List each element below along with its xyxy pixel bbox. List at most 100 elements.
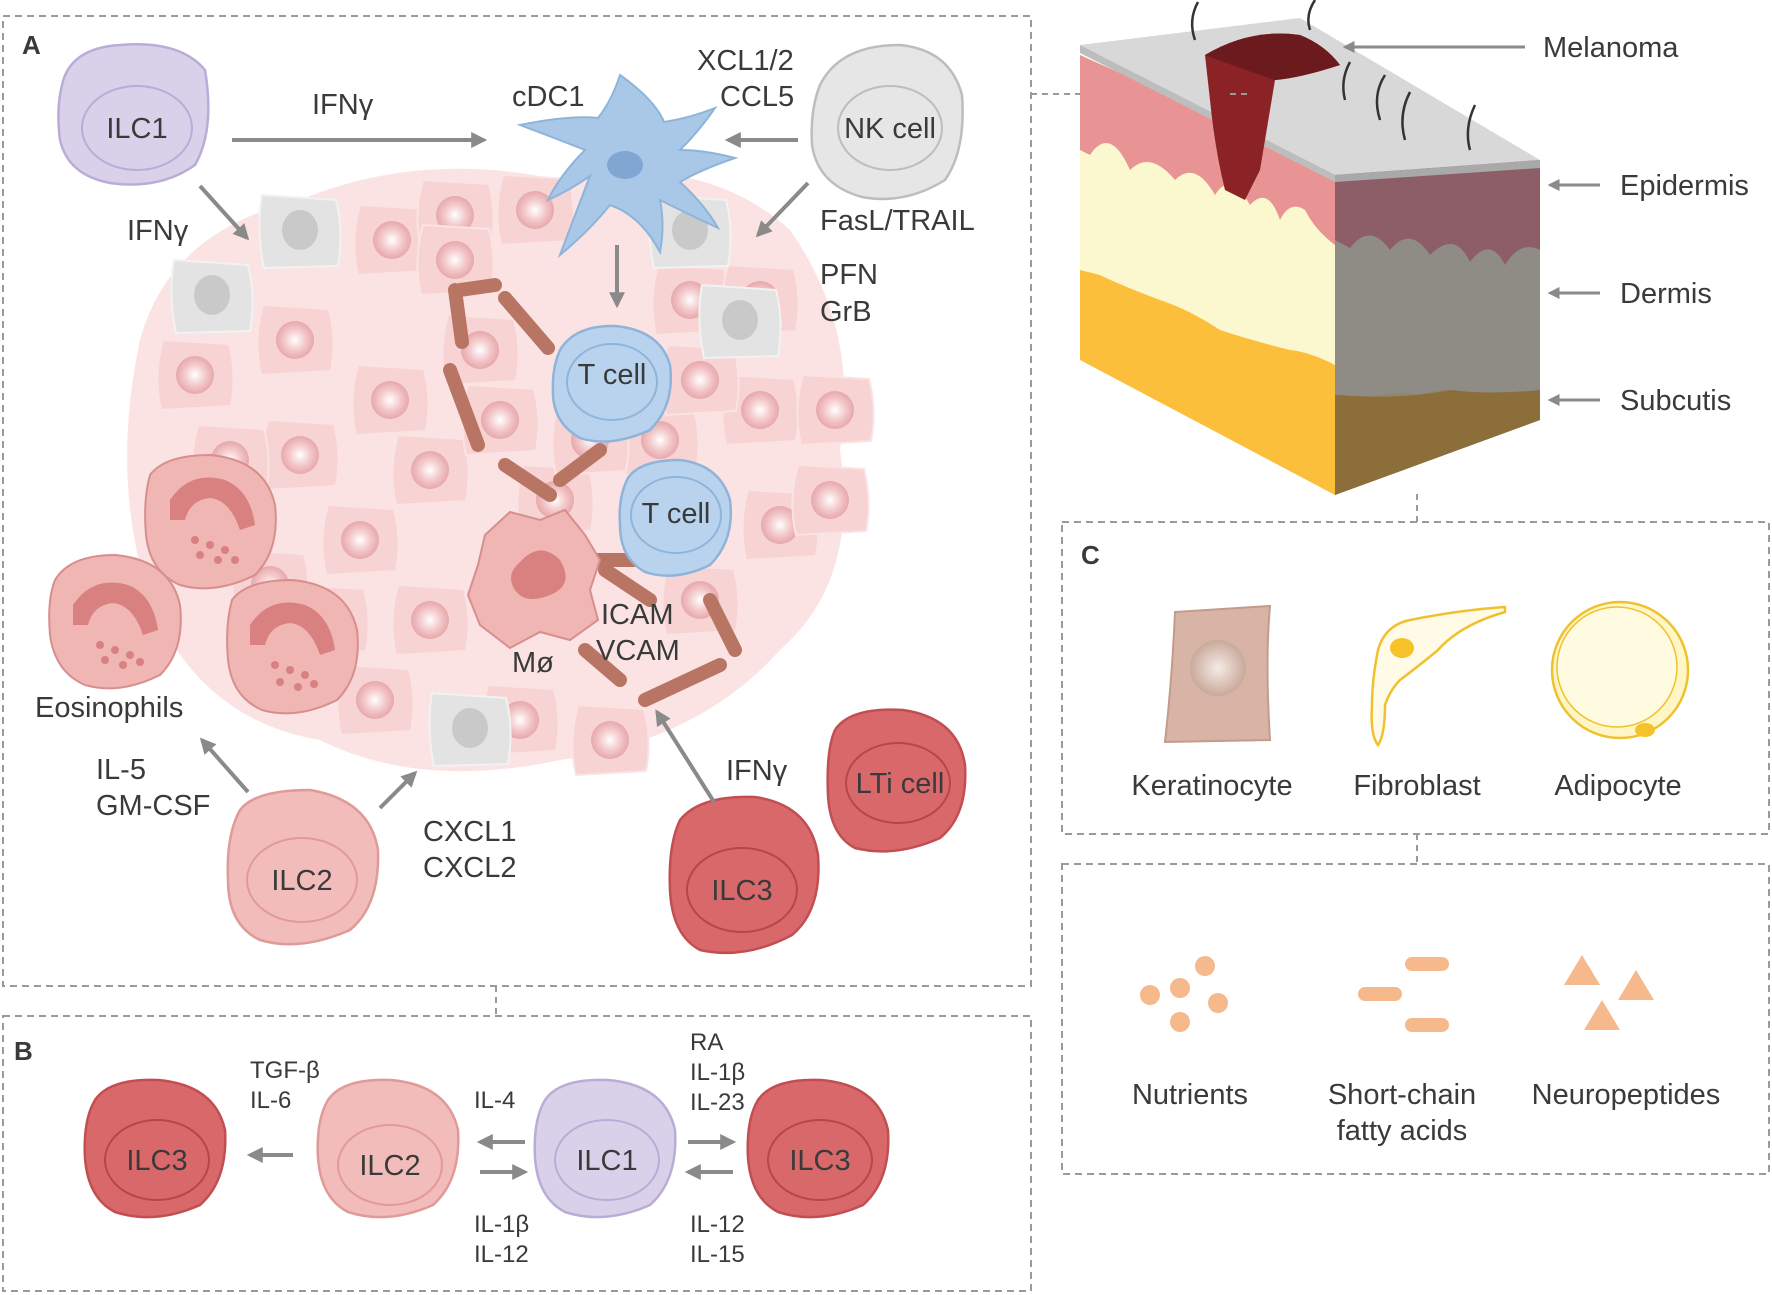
t-cell-2: T cell [618,458,732,577]
signal-fasl: FasL/TRAIL [820,205,975,237]
keratinocyte-icon [1163,604,1272,744]
panel-c-label: C [1081,540,1100,570]
panel-b-frame [2,1015,1032,1292]
adipocyte-label: Adipocyte [1554,770,1681,802]
vessel-segment [553,443,607,487]
skin-arrows [1342,41,1600,406]
adipocyte-icon [1550,600,1690,740]
b-ilc1-label: ILC1 [576,1145,637,1177]
signal-il5: IL-5 [96,754,146,786]
tumor-cell-nucleus [436,196,474,234]
grey-cell-nucleus [194,275,230,315]
b-tgf: TGF-β [250,1057,320,1084]
panel-b-label: B [14,1036,33,1066]
signal-pfn: PFN [820,259,878,291]
fibroblast-icon [1370,605,1507,748]
tumor-cell-nucleus [176,356,214,394]
signal-ccl5: CCL5 [720,81,794,113]
signal-cxcl1: CXCL1 [423,816,517,848]
b-ra: RA [690,1029,723,1056]
signal-ilc3-ifng: IFNγ [726,755,788,787]
arrow-ilc2-to-grey [378,770,418,810]
tumor-cell-nucleus [436,241,474,279]
grey-cell-nucleus [722,300,758,340]
skin-dermis-label: Dermis [1620,278,1712,310]
grey-cell-nucleus [452,708,488,748]
eosinophil-3 [226,578,359,715]
signal-gmcsf: GM-CSF [96,790,210,822]
ilc3-label: ILC3 [711,875,772,907]
signal-cxcl2: CXCL2 [423,852,517,884]
arrow-ilc2-to-eos [199,737,250,794]
tumor-cell-nucleus [681,361,719,399]
scfa-icon [1358,957,1449,1032]
vessel-segment [598,563,657,607]
vessel-segment [703,593,742,657]
blood-vessels [443,278,742,707]
tumor-cell-nucleus [373,221,411,259]
tumor-cell-nucleus [481,401,519,439]
b-il12-left: IL-12 [474,1241,529,1268]
tumor-cell-nucleus [281,436,319,474]
t-cell-2-label: T cell [642,498,711,530]
panel-a-label: A [22,30,41,60]
tumor-cell-nucleus [461,331,499,369]
vessel-segment [453,278,502,297]
tumor-cell-nucleus [276,321,314,359]
panel-a-frame [2,15,1032,987]
scfa-label-2: fatty acids [1337,1115,1468,1147]
panel-a-arrows [198,132,810,810]
eosinophil-1 [144,453,277,590]
factors-frame [1061,863,1770,1175]
eosinophil-2 [48,553,182,690]
eosinophils-label: Eosinophils [35,692,183,724]
cdc1-label: cDC1 [512,81,585,113]
macrophage: Mø [466,508,602,679]
vessel-segment [578,643,627,687]
b-ilc2-label: ILC2 [359,1150,420,1182]
tumor-cell-nucleus [816,391,854,429]
skin-block [1080,0,1540,495]
neuropeptides-label: Neuropeptides [1532,1079,1721,1111]
b-il6: IL-6 [250,1087,291,1114]
scfa-label-1: Short-chain [1328,1079,1476,1111]
nutrients-icon [1140,956,1228,1032]
ilc2-cell: ILC2 [226,788,380,946]
vessel-segment [448,283,469,349]
tumor-cell-nucleus [811,481,849,519]
b-ilc2: ILC2 [316,1078,460,1219]
t-cell-1-label: T cell [578,359,647,391]
cdc1-cell: cDC1 [512,73,739,259]
vessel-segment [443,363,485,452]
vessel-segment [498,458,557,502]
nk-cell: NK cell [810,43,964,201]
b-il1b-left: IL-1β [474,1211,529,1238]
arrow-nk-kill [755,181,810,238]
b-il12-right: IL-12 [690,1211,745,1238]
b-ilc3-left: ILC3 [83,1078,227,1219]
signal-grb: GrB [820,296,872,328]
keratinocyte-label: Keratinocyte [1131,770,1292,802]
b-il15: IL-15 [690,1241,745,1268]
skin-epidermis-label: Epidermis [1620,170,1749,202]
b-il1b-right: IL-1β [690,1059,745,1086]
ilc2-label: ILC2 [271,865,332,897]
b-il23: IL-23 [690,1089,745,1116]
ilc1-label: ILC1 [106,113,167,145]
signal-icam: ICAM [601,599,674,631]
tumor-cell-nucleus [591,721,629,759]
b-il4: IL-4 [474,1087,515,1114]
lti-label: LTi cell [856,768,945,800]
signal-vcam: VCAM [596,635,680,667]
grey-cell-nucleus [282,210,318,250]
panel-b-arrows [246,1134,737,1180]
b-ilc3-right-label: ILC3 [789,1145,850,1177]
signal-ilc1-down-ifng: IFNγ [127,215,189,247]
vessel-segment [638,658,727,707]
neuropeptides-icon [1564,955,1654,1030]
lti-cell: LTi cell [826,708,967,853]
signal-xcl: XCL1/2 [697,45,794,77]
tumor-mass [127,168,875,777]
tumor-cell-nucleus [371,381,409,419]
